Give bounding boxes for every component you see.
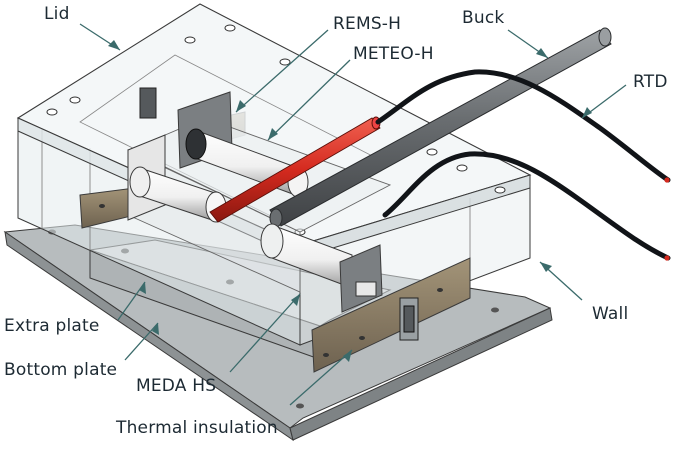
label-thermal-insulation: Thermal insulation: [116, 418, 278, 438]
bolt-hole: [184, 36, 196, 44]
leader-arrowheads: [108, 40, 592, 362]
buck-rod: [269, 27, 612, 228]
bolt-hole: [494, 186, 506, 194]
label-extra-plate: Extra plate: [4, 316, 100, 336]
label-meteo-h: METEO-H: [353, 44, 434, 64]
label-lid: Lid: [44, 4, 70, 24]
label-rtd: RTD: [633, 72, 668, 92]
label-bottom-plate: Bottom plate: [4, 360, 118, 380]
db-connector: [399, 297, 419, 341]
rtd-cable: [375, 69, 671, 261]
bolt-hole: [279, 58, 291, 66]
bolt-hole: [46, 108, 58, 116]
meda-hs-sensor: [260, 223, 383, 313]
bolt-hole: [491, 307, 499, 313]
bolt-hole: [456, 164, 468, 172]
bolt-hole: [224, 24, 236, 32]
label-buck: Buck: [462, 8, 505, 28]
bolt-hole: [296, 403, 304, 409]
bolt-hole: [426, 148, 438, 156]
label-meda-hs: MEDA HS: [136, 376, 217, 396]
bolt-hole: [69, 96, 81, 104]
meteo-h-sensor: [129, 166, 227, 223]
label-rems-h: REMS-H: [333, 14, 402, 34]
label-wall: Wall: [592, 304, 629, 324]
